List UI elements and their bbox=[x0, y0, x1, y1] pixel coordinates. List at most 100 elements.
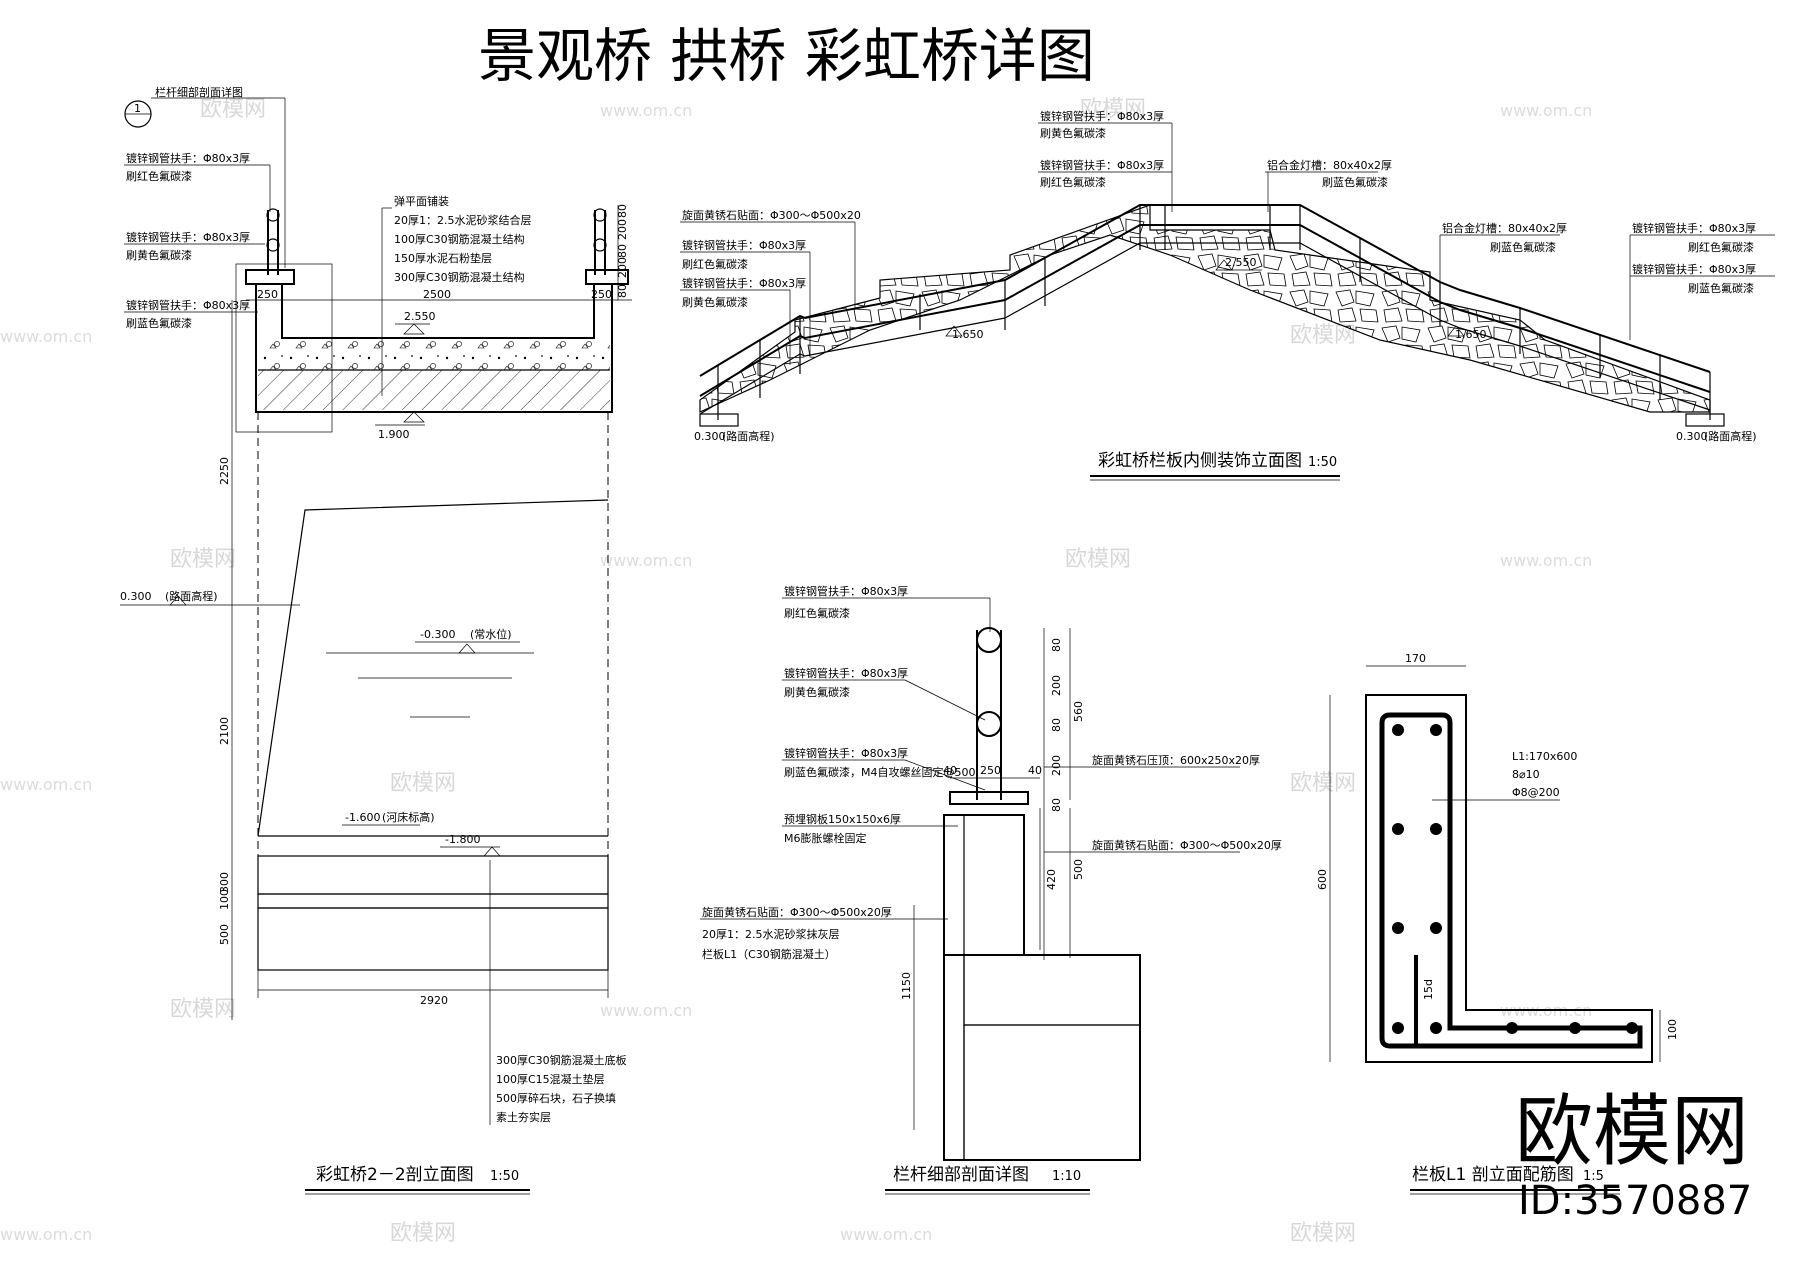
dim-420: 420 bbox=[1045, 869, 1058, 890]
handrail-pipe bbox=[266, 208, 280, 222]
rebar-dots bbox=[1392, 724, 1638, 1034]
watermark-url: www.om.cn bbox=[0, 775, 92, 794]
elev-note-right-2: 镀锌钢管扶手：Φ80x3厚 bbox=[1632, 262, 1756, 276]
watermark-text: 欧模网 bbox=[390, 771, 456, 796]
caption-elevation: 彩虹桥栏板内侧装饰立面图 bbox=[1098, 451, 1302, 471]
elev-note-right-2b: 刷蓝色氟碳漆 bbox=[1688, 281, 1754, 295]
watermark-url: www.om.cn bbox=[1500, 551, 1592, 570]
level-water: -0.300 bbox=[420, 628, 455, 641]
section-marker-number: 1 bbox=[134, 102, 141, 115]
foundation-layer-3: 500厚碎石块，石子换填 bbox=[496, 1091, 616, 1105]
rebar-spec-1: L1:170x600 bbox=[1512, 750, 1577, 763]
rebar-detail: 170 600 15d 100 L1:170x600 8⌀10 Φ8@200 栏… bbox=[1316, 652, 1679, 1195]
watermark-url: www.om.cn bbox=[600, 1001, 692, 1020]
level-riverbed-note: (河床标高) bbox=[382, 810, 435, 824]
level-low-right-note: (路面高程) bbox=[1704, 429, 1757, 443]
elev-note-top-1: 镀锌钢管扶手：Φ80x3厚 bbox=[1040, 109, 1164, 123]
caption-section-2-2: 彩虹桥2－2剖立面图 bbox=[316, 1165, 474, 1185]
foundation-layer-4: 素土夯实层 bbox=[496, 1110, 551, 1124]
callout-handrail-3: 镀锌钢管扶手：Φ80x3厚 bbox=[126, 298, 250, 312]
callout-paint-1: 刷红色氟碳漆 bbox=[126, 169, 192, 183]
level-bottom: -1.800 bbox=[445, 833, 480, 846]
dim-100: 100 bbox=[218, 889, 231, 910]
dim-500: 500 bbox=[1072, 859, 1085, 880]
level-road-note: (路面高程) bbox=[165, 589, 218, 603]
watermark-text: 欧模网 bbox=[1290, 1221, 1356, 1246]
caption-scale: 1:5 bbox=[1583, 1169, 1604, 1184]
watermark-text: 欧模网 bbox=[390, 1221, 456, 1246]
callout-handrail-1: 镀锌钢管扶手：Φ80x3厚 bbox=[126, 151, 250, 165]
elev-note-right-1: 镀锌钢管扶手：Φ80x3厚 bbox=[1632, 221, 1756, 235]
elev-note-paint-2: 刷黄色氟碳漆 bbox=[682, 295, 748, 309]
elev-note-right-1b: 刷红色氟碳漆 bbox=[1688, 240, 1754, 254]
handrail-pipe bbox=[593, 208, 607, 222]
dim-80: 80 bbox=[616, 244, 629, 258]
deck-layer-4: 150厚水泥石粉垫层 bbox=[394, 251, 492, 265]
dim-80: 80 bbox=[616, 204, 629, 218]
elev-note-handrail-1: 镀锌钢管扶手：Φ80x3厚 bbox=[682, 238, 806, 252]
wall-note-3: 栏板L1（C30钢筋混凝土） bbox=[702, 947, 836, 961]
level-mid-left: 1.650 bbox=[952, 328, 984, 341]
caption-scale: 1:50 bbox=[1308, 455, 1337, 470]
dim-1150: 1150 bbox=[900, 972, 913, 1000]
foundation-layer-2: 100厚C15混凝土垫层 bbox=[496, 1072, 605, 1086]
rail-bolt-note: M6膨胀螺栓固定 bbox=[784, 831, 867, 845]
elev-note-top-2b: 刷红色氟碳漆 bbox=[1040, 175, 1106, 189]
callout-paint-2: 刷黄色氟碳漆 bbox=[126, 248, 192, 262]
watermark-url: www.om.cn bbox=[600, 551, 692, 570]
caption-scale: 1:10 bbox=[1052, 1169, 1081, 1184]
dim-300: 300 bbox=[218, 872, 231, 893]
watermark-url: www.om.cn bbox=[840, 1225, 932, 1244]
watermark-text: 欧模网 bbox=[170, 997, 236, 1022]
dim-500: 500 bbox=[218, 924, 231, 945]
dim-100: 100 bbox=[1666, 1019, 1679, 1040]
handrail-pipe-mid bbox=[976, 711, 1002, 737]
dim-80: 80 bbox=[616, 284, 629, 298]
rail-note-1b: 刷红色氟碳漆 bbox=[784, 606, 850, 620]
dim-200: 200 bbox=[616, 219, 629, 240]
rail-plate-note: 预埋钢板150x150x6厚 bbox=[784, 812, 901, 826]
level-deck: 2.550 bbox=[404, 310, 436, 323]
foundation-layer-1: 300厚C30钢筋混凝土底板 bbox=[496, 1053, 627, 1067]
dim-250: 250 bbox=[257, 288, 278, 301]
watermark-url: www.om.cn bbox=[0, 327, 92, 346]
section-marker-label: 栏杆细部剖面详图 bbox=[155, 85, 243, 99]
watermark-text: 欧模网 bbox=[200, 97, 266, 122]
rail-note-2b: 刷黄色氟碳漆 bbox=[784, 685, 850, 699]
asset-id: ID:3570887 bbox=[1518, 1178, 1752, 1224]
watermark-text: 欧模网 bbox=[1065, 547, 1131, 572]
watermark-url: www.om.cn bbox=[600, 101, 692, 120]
level-road: 0.300 bbox=[120, 590, 152, 603]
elev-lamp-right-paint: 刷蓝色氟碳漆 bbox=[1490, 240, 1556, 254]
level-water-note: (常水位) bbox=[470, 627, 512, 641]
level-underside: 1.900 bbox=[378, 428, 410, 441]
watermark-text: 欧模网 bbox=[1080, 97, 1146, 122]
dim-2920: 2920 bbox=[420, 994, 448, 1007]
handrail-pipe-top bbox=[976, 627, 1002, 653]
rail-side-note: 旋面黄锈石贴面：Φ300～Φ500x20厚 bbox=[1092, 838, 1282, 852]
deck-layer-3: 100厚C30钢筋混凝土结构 bbox=[394, 232, 525, 246]
caption-scale: 1:50 bbox=[490, 1169, 519, 1184]
elev-lamp-right: 铝合金灯槽：80x40x2厚 bbox=[1442, 221, 1567, 235]
sheet-title: 景观桥 拱桥 彩虹桥详图 bbox=[478, 22, 1095, 90]
dim-200: 200 bbox=[1050, 675, 1063, 696]
elev-note-paint-1: 刷红色氟碳漆 bbox=[682, 257, 748, 271]
watermark-text: 欧模网 bbox=[170, 547, 236, 572]
dim-80: 80 bbox=[1050, 798, 1063, 812]
watermark-layer: 欧模网 www.om.cn 欧模网 www.om.cn www.om.cn 欧模… bbox=[0, 97, 1592, 1246]
dim-40: 40 bbox=[1028, 764, 1042, 777]
level-low-left-note: (路面高程) bbox=[722, 429, 775, 443]
dim-250: 250 bbox=[980, 764, 1001, 777]
handrail-pipe bbox=[266, 238, 280, 252]
rebar-spec-2: 8⌀10 bbox=[1512, 768, 1540, 781]
dim-80: 80 bbox=[1050, 638, 1063, 652]
rail-note-3: 镀锌钢管扶手：Φ80x3厚 bbox=[784, 746, 908, 760]
dim-600: 600 bbox=[1316, 869, 1329, 890]
rail-note-1: 镀锌钢管扶手：Φ80x3厚 bbox=[784, 584, 908, 598]
dim-2250: 2250 bbox=[218, 457, 231, 485]
level-low-left: 0.300 bbox=[694, 430, 726, 443]
elev-note-stone: 旋面黄锈石贴面：Φ300～Φ500x20 bbox=[682, 208, 861, 222]
caption-rebar: 栏板L1 剖立面配筋图 bbox=[1412, 1165, 1574, 1185]
level-mid-right: 1.650 bbox=[1455, 328, 1487, 341]
